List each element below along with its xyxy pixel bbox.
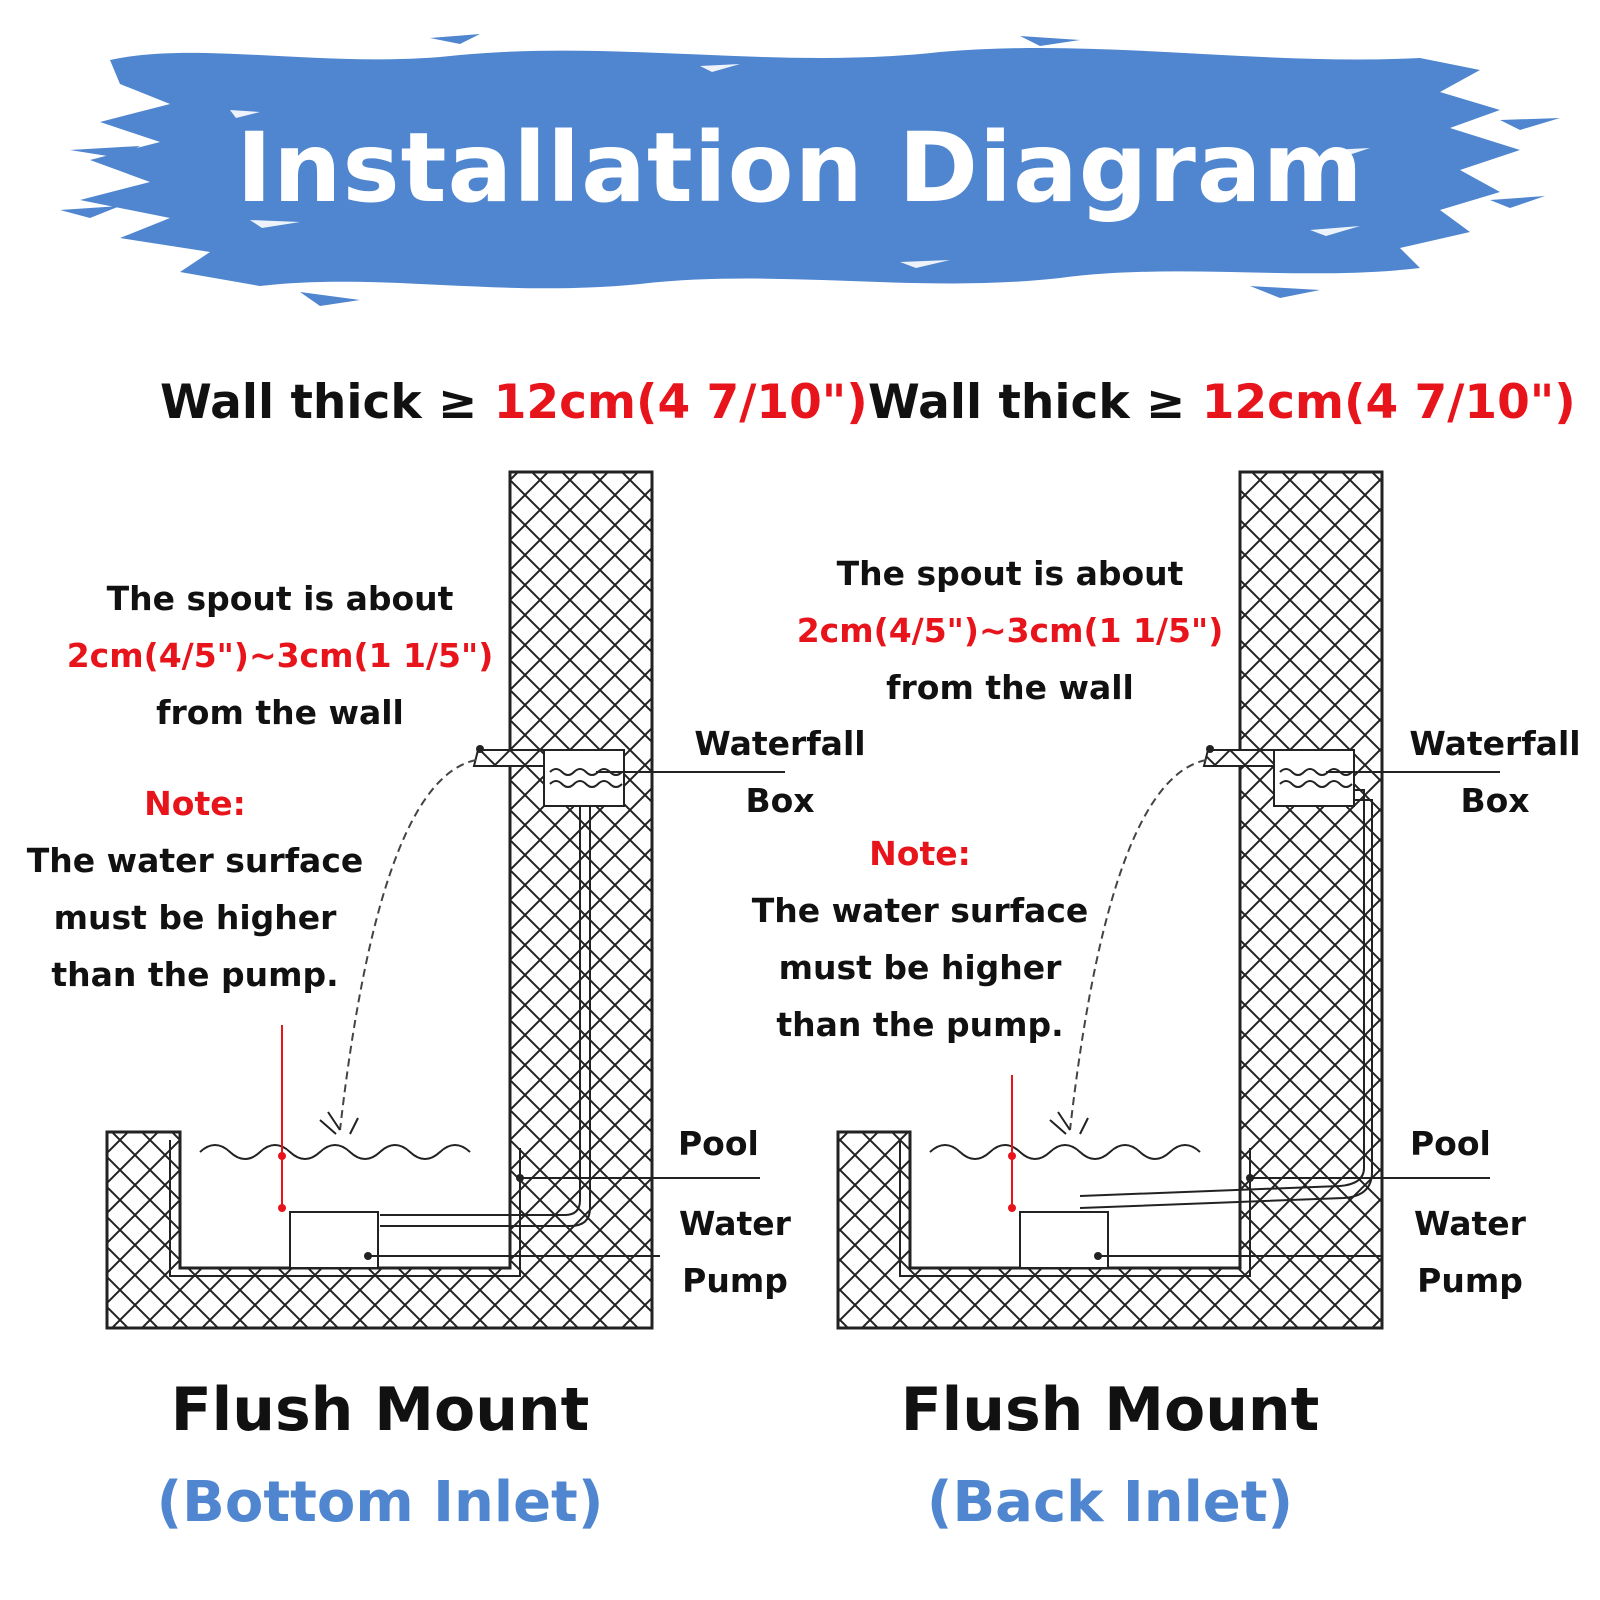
left-spout-line1: The spout is about [106, 579, 454, 618]
right-note-line2: must be higher [778, 948, 1062, 987]
left-mount-title: Flush Mount [170, 1375, 590, 1445]
right-wall-label: Wall thick ≥ [868, 375, 1202, 430]
left-note-line2: must be higher [53, 898, 337, 937]
right-waterfall-line2: Box [1460, 781, 1530, 820]
right-diagram [836, 470, 1500, 1330]
right-pool-label: Pool [1410, 1124, 1491, 1163]
right-note-line1: The water surface [751, 891, 1089, 930]
left-note-line3: than the pump. [51, 955, 339, 994]
left-waterfall-label: Waterfall Box [690, 715, 870, 829]
right-water-pump [1019, 1211, 1109, 1269]
left-wall-value: 12cm(4 7/10") [493, 375, 868, 430]
left-wall-label: Wall thick ≥ [160, 375, 494, 430]
right-note-line3: than the pump. [776, 1005, 1064, 1044]
left-wall-thickness: Wall thick ≥ 12cm(4 7/10") [160, 375, 868, 430]
left-pump-label: Water Pump [665, 1195, 805, 1309]
right-inlet-subtitle: (Back Inlet) [926, 1470, 1294, 1535]
right-wall-structure [836, 470, 1384, 1330]
left-note-line1: The water surface [26, 841, 364, 880]
right-note: Note: The water surface must be higher t… [740, 825, 1100, 1053]
left-pump-line1: Water [679, 1204, 791, 1243]
left-waterfall-box [543, 749, 625, 807]
right-spout-line1: The spout is about [836, 554, 1184, 593]
right-wall-value: 12cm(4 7/10") [1201, 375, 1576, 430]
right-note-label: Note: [869, 834, 971, 873]
left-waterfall-line1: Waterfall [694, 724, 866, 763]
left-water-pump [289, 1211, 379, 1269]
left-pool-label: Pool [678, 1124, 759, 1163]
left-spout-line3: from the wall [156, 693, 404, 732]
right-pump-line1: Water [1414, 1204, 1526, 1243]
right-pump-line2: Pump [1417, 1261, 1523, 1300]
left-spout-line2: 2cm(4/5")~3cm(1 1/5") [66, 636, 494, 675]
page-title: Installation Diagram [236, 112, 1364, 224]
left-note-label: Note: [144, 784, 246, 823]
right-waterfall-box [1273, 749, 1355, 807]
right-mount-title: Flush Mount [900, 1375, 1320, 1445]
left-note: Note: The water surface must be higher t… [20, 775, 370, 1003]
right-waterfall-line1: Waterfall [1409, 724, 1581, 763]
left-wall-structure [105, 470, 654, 1330]
left-waterfall-line2: Box [745, 781, 815, 820]
left-inlet-subtitle: (Bottom Inlet) [156, 1470, 604, 1535]
right-waterfall-label: Waterfall Box [1405, 715, 1585, 829]
right-pump-label: Water Pump [1400, 1195, 1540, 1309]
right-spout-note: The spout is about 2cm(4/5")~3cm(1 1/5")… [770, 545, 1250, 716]
right-wall-thickness: Wall thick ≥ 12cm(4 7/10") [868, 375, 1576, 430]
right-spout-line3: from the wall [886, 668, 1134, 707]
left-spout-note: The spout is about 2cm(4/5")~3cm(1 1/5")… [40, 570, 520, 741]
left-diagram [105, 470, 785, 1330]
right-spout-line2: 2cm(4/5")~3cm(1 1/5") [796, 611, 1224, 650]
left-pump-line2: Pump [682, 1261, 788, 1300]
title-banner [60, 34, 1560, 306]
